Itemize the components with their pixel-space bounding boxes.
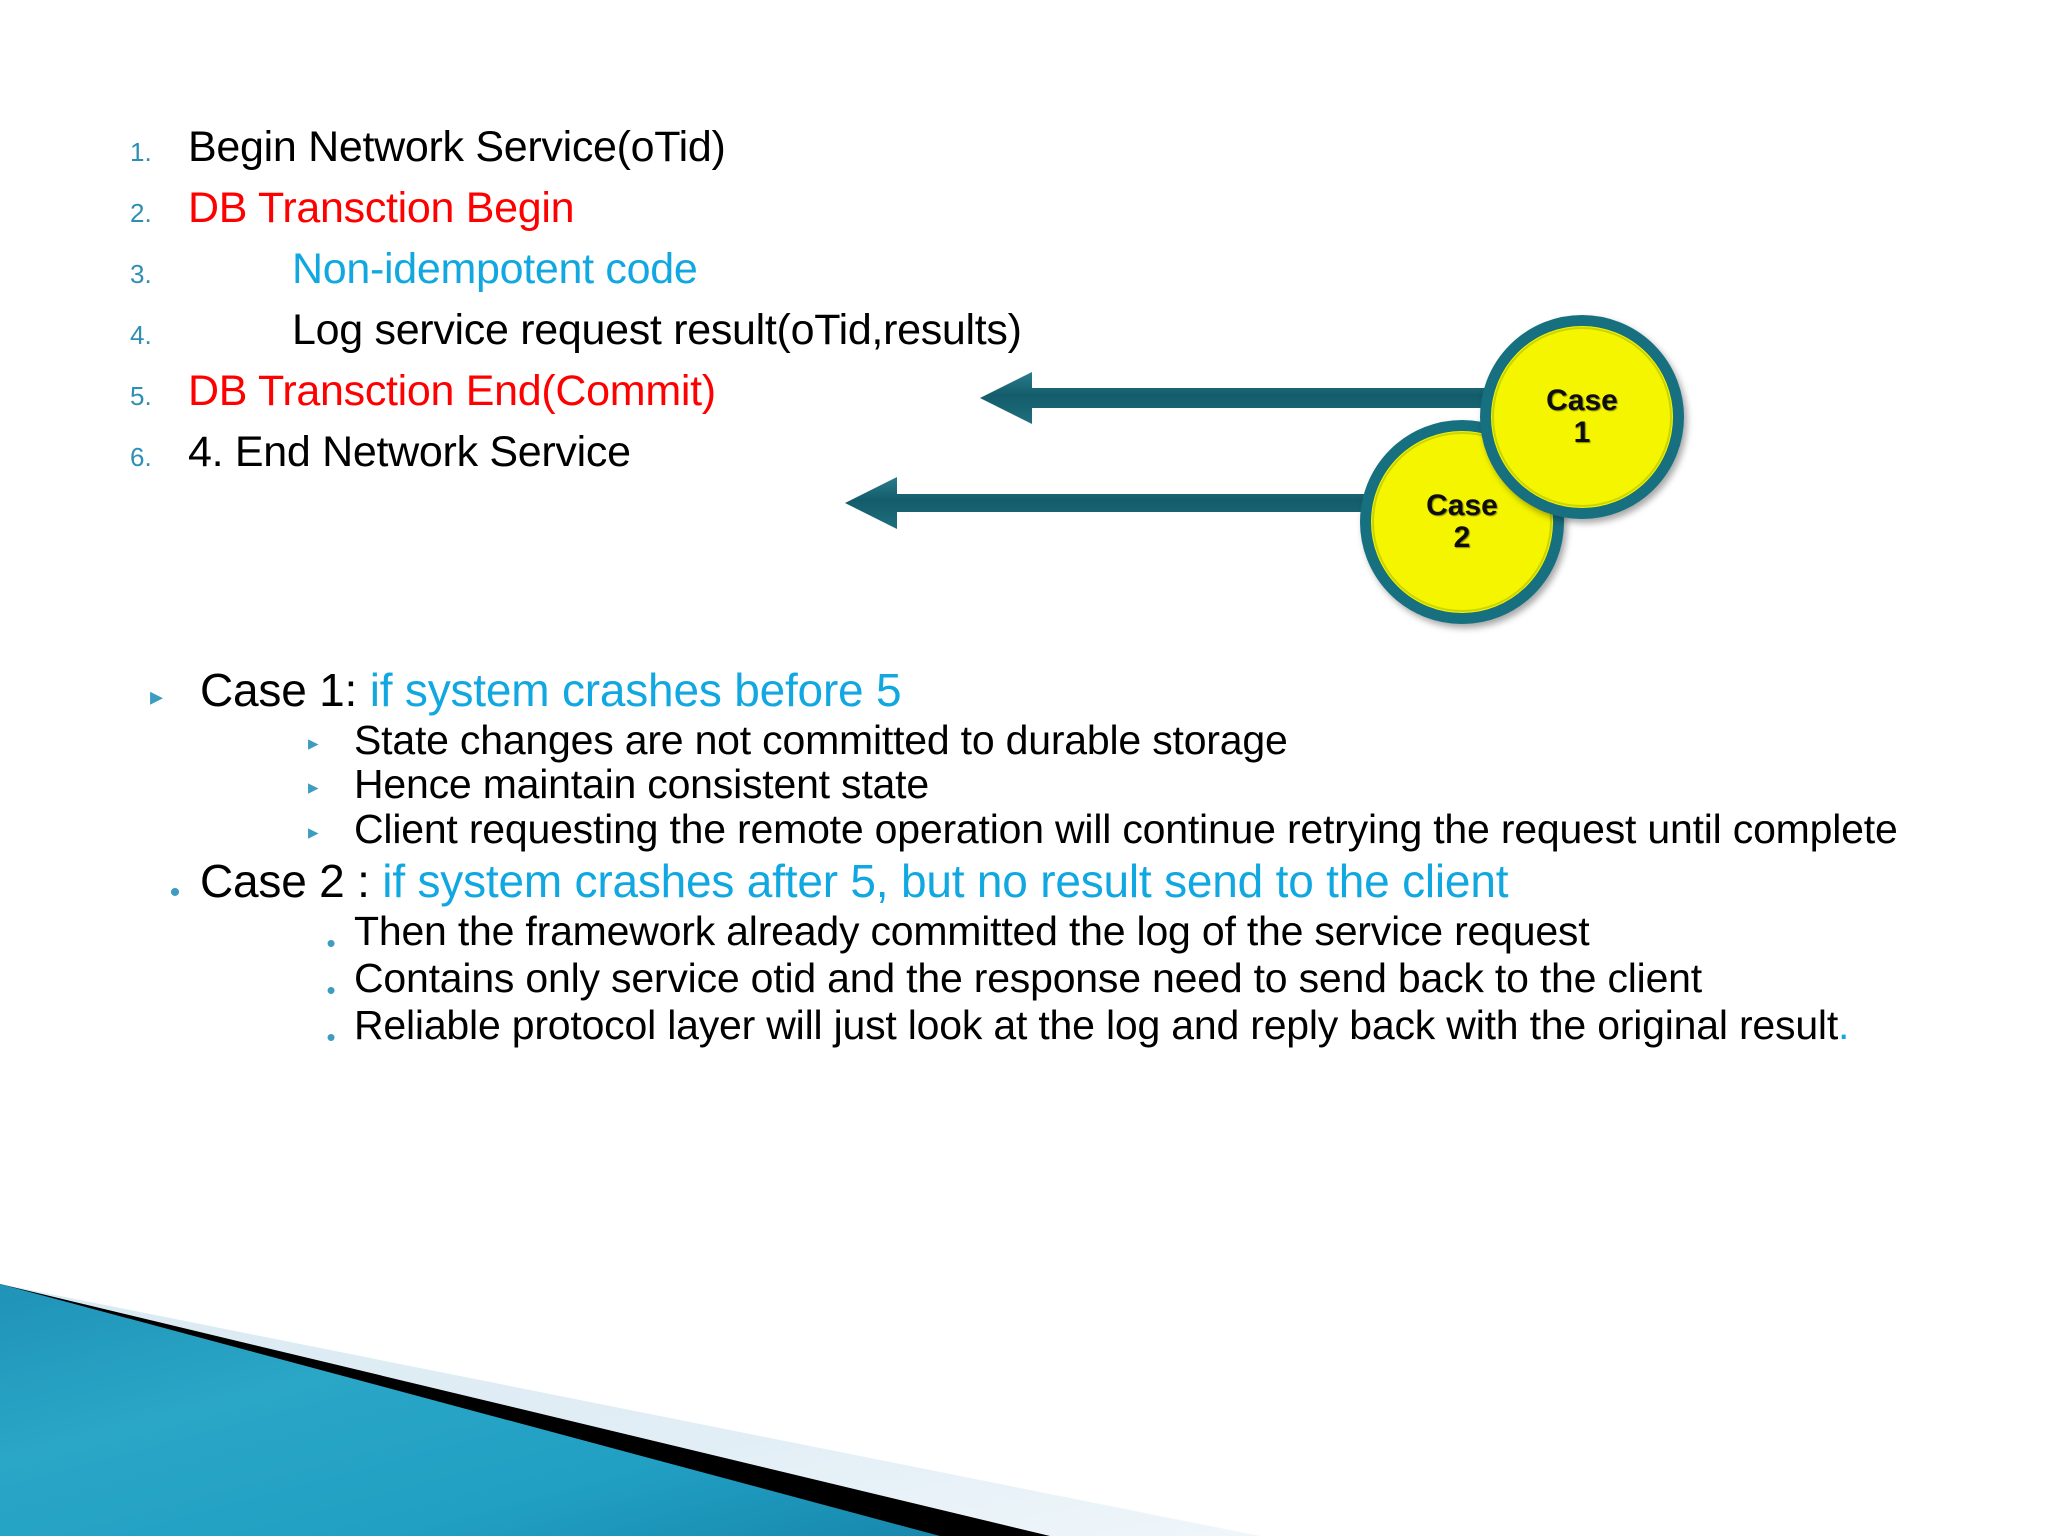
triangle-bullet-icon: ▸ bbox=[150, 681, 164, 711]
outline-subitem-text: Then the framework already committed the… bbox=[354, 908, 1590, 955]
outline-bullet-list: ▸ Case 1: if system crashes before 5 ▸ S… bbox=[150, 664, 1980, 1053]
dot-bullet-icon: • bbox=[326, 975, 336, 1006]
code-list-number: 2. bbox=[130, 198, 152, 228]
outline-subitem-text: State changes are not committed to durab… bbox=[354, 716, 1288, 763]
code-list-number: 4. bbox=[130, 320, 152, 350]
code-list-text: Begin Network Service(oTid) bbox=[188, 123, 726, 171]
code-list-text: Log service request result(oTid,results) bbox=[292, 306, 1022, 354]
code-list-text: 4. End Network Service bbox=[188, 428, 631, 476]
outline-case1-label: Case 1: bbox=[200, 664, 370, 716]
outline-subitem: • Reliable protocol layer will just look… bbox=[308, 1002, 1980, 1053]
code-row: 5. DB Transction End(Commit) bbox=[110, 370, 1410, 431]
outline-subitem-text: Client requesting the remote operation w… bbox=[354, 806, 1898, 853]
outline-case1-line: Case 1: if system crashes before 5 bbox=[200, 664, 902, 717]
outline-case1-subitems: ▸ State changes are not committed to dur… bbox=[308, 716, 1980, 853]
outline-case2-subitems: • Then the framework already committed t… bbox=[308, 908, 1980, 1053]
outline-subitem: ▸ Client requesting the remote operation… bbox=[308, 806, 1980, 853]
outline-case2-label: Case 2 : bbox=[200, 855, 383, 908]
outline-subitem: • Then the framework already committed t… bbox=[308, 908, 1980, 959]
triangle-bullet-icon: ▸ bbox=[308, 776, 319, 800]
outline-subitem-last: Reliable protocol layer will just look a… bbox=[354, 1002, 1850, 1049]
code-row: 2. DB Transction Begin bbox=[110, 187, 1410, 248]
case-2-label-line2: 2 bbox=[1453, 521, 1471, 554]
corner-band-teal bbox=[0, 1284, 940, 1536]
outline-subitem-text: Reliable protocol layer will just look a… bbox=[354, 1002, 1839, 1049]
case1-arrow-icon bbox=[980, 372, 1540, 424]
outline-item-case2: • Case 2 : if system crashes after 5, bu… bbox=[150, 855, 1980, 910]
outline-subitem: • Contains only service otid and the res… bbox=[308, 955, 1980, 1006]
corner-band-black bbox=[0, 1284, 1050, 1536]
dot-bullet-icon: • bbox=[169, 876, 181, 910]
dot-bullet-icon: • bbox=[326, 928, 336, 959]
outline-case1-highlight: if system crashes before 5 bbox=[369, 664, 902, 716]
code-list-text: DB Transction Begin bbox=[188, 184, 575, 232]
case2-arrow-icon bbox=[845, 477, 1425, 529]
outline-subitem: ▸ Hence maintain consistent state bbox=[308, 763, 1980, 807]
code-list-text: DB Transction End(Commit) bbox=[188, 367, 716, 415]
outline-item-case1: ▸ Case 1: if system crashes before 5 bbox=[150, 664, 1980, 717]
code-list-number: 6. bbox=[130, 442, 152, 472]
code-row: 6. 4. End Network Service bbox=[110, 431, 1410, 492]
case-1-label-line2: 1 bbox=[1573, 416, 1591, 449]
code-list-number: 3. bbox=[130, 259, 152, 289]
code-list-number: 1. bbox=[130, 137, 152, 167]
code-row: 4. Log service request result(oTid,resul… bbox=[110, 309, 1410, 370]
triangle-bullet-icon: ▸ bbox=[308, 821, 319, 845]
code-list-text: Non-idempotent code bbox=[292, 245, 698, 293]
case-2-label-line1: Case bbox=[1426, 488, 1498, 522]
outline-subitem-text: Hence maintain consistent state bbox=[354, 761, 929, 808]
corner-band-pale bbox=[0, 1284, 1260, 1536]
outline-subitem-text: Contains only service otid and the respo… bbox=[354, 955, 1702, 1002]
case-1-callout-circle[interactable]: Case 1 bbox=[1480, 315, 1684, 519]
outline-subitem: ▸ State changes are not committed to dur… bbox=[308, 716, 1980, 763]
triangle-bullet-icon: ▸ bbox=[308, 731, 319, 755]
case-1-label-line1: Case bbox=[1546, 383, 1618, 417]
numbered-code-list: 1. Begin Network Service(oTid) 2. DB Tra… bbox=[110, 126, 1410, 492]
code-list-number: 5. bbox=[130, 381, 152, 411]
code-row: 1. Begin Network Service(oTid) bbox=[110, 126, 1410, 187]
code-row: 3. Non-idempotent code bbox=[110, 248, 1410, 309]
corner-decoration-graphic bbox=[0, 1284, 1260, 1536]
outline-case2-highlight: if system crashes after 5, but no result… bbox=[382, 855, 1509, 908]
dot-bullet-icon: • bbox=[326, 1022, 336, 1053]
outline-final-period: . bbox=[1838, 1002, 1850, 1049]
outline-case2-line: Case 2 : if system crashes after 5, but … bbox=[200, 855, 1509, 908]
